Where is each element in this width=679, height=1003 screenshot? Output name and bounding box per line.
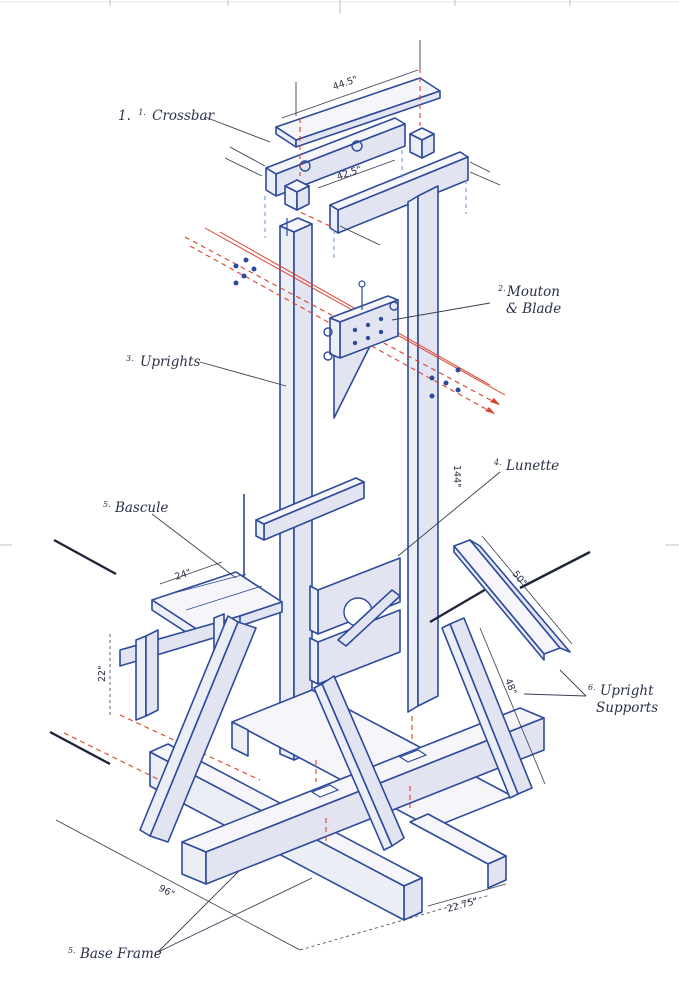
label-base-frame: 5. Base Frame	[68, 941, 162, 962]
dim-crossbar-top: 44.5"	[331, 74, 359, 93]
label-supports-line2: Supports	[596, 700, 658, 716]
uprights	[279, 185, 439, 761]
label-lunette: 4. Lunette	[493, 453, 559, 474]
lunette	[243, 477, 401, 685]
upright-supports	[139, 535, 573, 851]
dim-base-width: 22.75"	[446, 896, 479, 915]
crossbar-assembly	[224, 40, 501, 262]
label-uprights: 3. Uprights	[126, 349, 200, 370]
label-mouton-line1: Mouton	[506, 284, 560, 300]
dim-bascule-width: 24"	[174, 567, 193, 583]
dim-upright-height: 144"	[451, 465, 462, 488]
label-crossbar: 1. 1. Crossbar	[118, 103, 216, 124]
crop-marks	[0, 0, 679, 546]
leader-lines	[151, 116, 587, 953]
mouton-and-blade	[184, 227, 506, 419]
label-supports-line1: 6. Upright	[588, 678, 654, 699]
label-bascule: 5. Bascule	[103, 495, 168, 516]
dim-base-length: 96"	[157, 883, 177, 900]
dim-support-side: 48"	[502, 677, 518, 696]
label-mouton-line2: & Blade	[506, 301, 561, 317]
label-mouton-sup: 2.	[497, 284, 506, 293]
dim-bascule-height: 22"	[97, 666, 108, 682]
bascule	[109, 561, 283, 721]
part-labels: 1. 1. Crossbar 2. Mouton & Blade 3. Upri…	[68, 103, 658, 962]
